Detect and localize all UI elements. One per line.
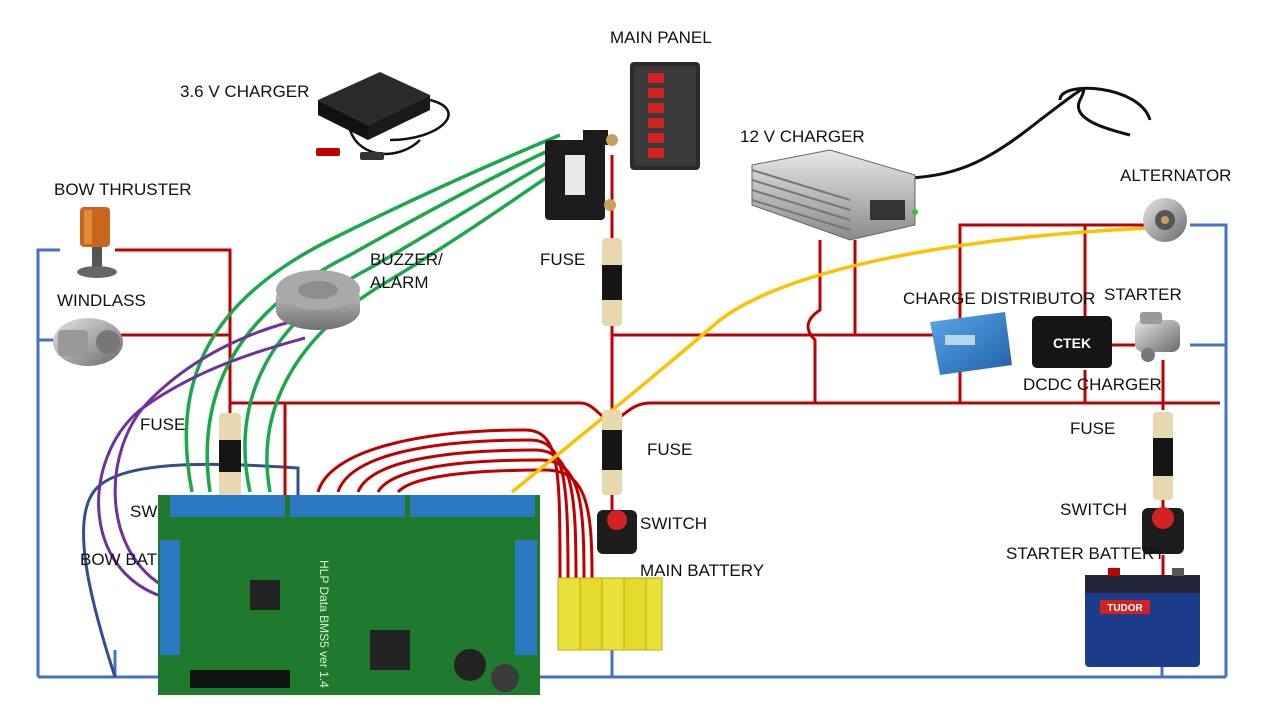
- label-charge-distributor: CHARGE DISTRIBUTOR: [903, 289, 1096, 308]
- label-3v6-charger: 3.6 V CHARGER: [180, 82, 310, 101]
- alternator-sense-wire: [510, 226, 1151, 494]
- cell-wire-4: [376, 458, 586, 579]
- charge-distributor-device: [930, 312, 1012, 375]
- label-buzzer-1: BUZZER/: [370, 250, 443, 269]
- starter-battery-body: [1085, 575, 1200, 667]
- switch-main-device: [597, 510, 637, 554]
- positive-bus-main: [230, 401, 1220, 422]
- green-wire-4: [265, 156, 576, 493]
- distributor-loop: [958, 223, 1145, 335]
- dcdc-charger-device: CTEK: [1032, 316, 1112, 368]
- negative-left-vertical: [36, 248, 60, 677]
- cell-wire-2: [336, 438, 570, 579]
- green-wire-3: [243, 148, 571, 493]
- starter-device: [1135, 312, 1180, 362]
- fuse-main: [602, 238, 622, 326]
- starter-body: [1135, 320, 1180, 352]
- label-switch-main: SWITCH: [640, 514, 708, 533]
- alternator-device: [1143, 198, 1187, 242]
- ctek-logo: CTEK: [1053, 335, 1091, 351]
- charger-12v-device: [751, 149, 918, 241]
- fuse-main-battery: [602, 410, 622, 495]
- switch-starter-device: [1142, 507, 1184, 554]
- label-buzzer-2: ALARM: [370, 273, 429, 292]
- label-fuse-top: FUSE: [540, 250, 586, 269]
- mains-cable-loop: [1058, 86, 1152, 121]
- battery-cell-2: [579, 577, 603, 651]
- battery-cell-4: [623, 577, 647, 651]
- battery-cell-3: [601, 577, 625, 651]
- label-starter-battery: STARTER BATTERY: [1006, 544, 1166, 563]
- mains-cable: [909, 88, 1131, 180]
- label-fuse-starter: FUSE: [1070, 419, 1116, 438]
- starter-battery-device: TUDOR: [1085, 568, 1200, 667]
- charger-12v-feed-a: [806, 240, 822, 403]
- purple-wire-2: [97, 336, 306, 602]
- dcdc-body: [1032, 316, 1112, 368]
- panel-signal-wires: [184, 133, 576, 493]
- label-sw: SW: [130, 502, 158, 521]
- charger-3v6-clip-red: [316, 148, 340, 156]
- buzzer-device: [276, 270, 360, 330]
- fuse-starter: [1153, 412, 1173, 500]
- battery-cell-5: [645, 577, 663, 651]
- battery-shunt-device: [545, 130, 618, 220]
- charger-3v6-device: [316, 72, 450, 160]
- label-dcdc-charger: DCDC CHARGER: [1023, 375, 1162, 394]
- label-starter: STARTER: [1104, 285, 1182, 304]
- charger-3v6-clip-black: [360, 152, 384, 160]
- main-battery-device: [557, 577, 663, 651]
- label-switch-starter: SWITCH: [1060, 500, 1128, 519]
- green-wire-2: [205, 141, 566, 493]
- label-fuse-main: FUSE: [647, 440, 693, 459]
- green-wire-1: [184, 133, 561, 493]
- windlass-device: [53, 318, 123, 366]
- buzzer-wires: [97, 320, 306, 602]
- bow-thruster-device: [77, 207, 117, 278]
- negative-right-vertical: [1190, 223, 1228, 677]
- cell-wire-3: [356, 448, 578, 579]
- bms-board: HLP Data BMS5 ver 1.4: [158, 495, 540, 695]
- main-panel-device: [630, 62, 700, 170]
- label-main-panel: MAIN PANEL: [610, 28, 712, 47]
- label-fuse-left: FUSE: [140, 415, 186, 434]
- label-12v-charger: 12 V CHARGER: [740, 127, 865, 146]
- panel-switches: [648, 73, 664, 158]
- label-bow-thruster: BOW THRUSTER: [54, 180, 192, 199]
- bms-board-text: HLP Data BMS5 ver 1.4: [317, 560, 331, 688]
- cell-wire-5: [396, 468, 594, 579]
- battery-brand: TUDOR: [1107, 603, 1143, 614]
- bow-thruster-feed: [115, 248, 232, 403]
- fuse-left: [219, 413, 241, 498]
- label-alternator: ALTERNATOR: [1120, 166, 1232, 185]
- charger-3v6-body: [318, 72, 430, 125]
- label-bow-bat: BOW BAT: [80, 550, 158, 569]
- label-windlass: WINDLASS: [57, 291, 146, 310]
- cell-wire-1: [316, 428, 562, 579]
- cell-sense-wires: [316, 428, 594, 579]
- label-main-battery: MAIN BATTERY: [640, 561, 765, 580]
- battery-cell-1: [557, 577, 581, 651]
